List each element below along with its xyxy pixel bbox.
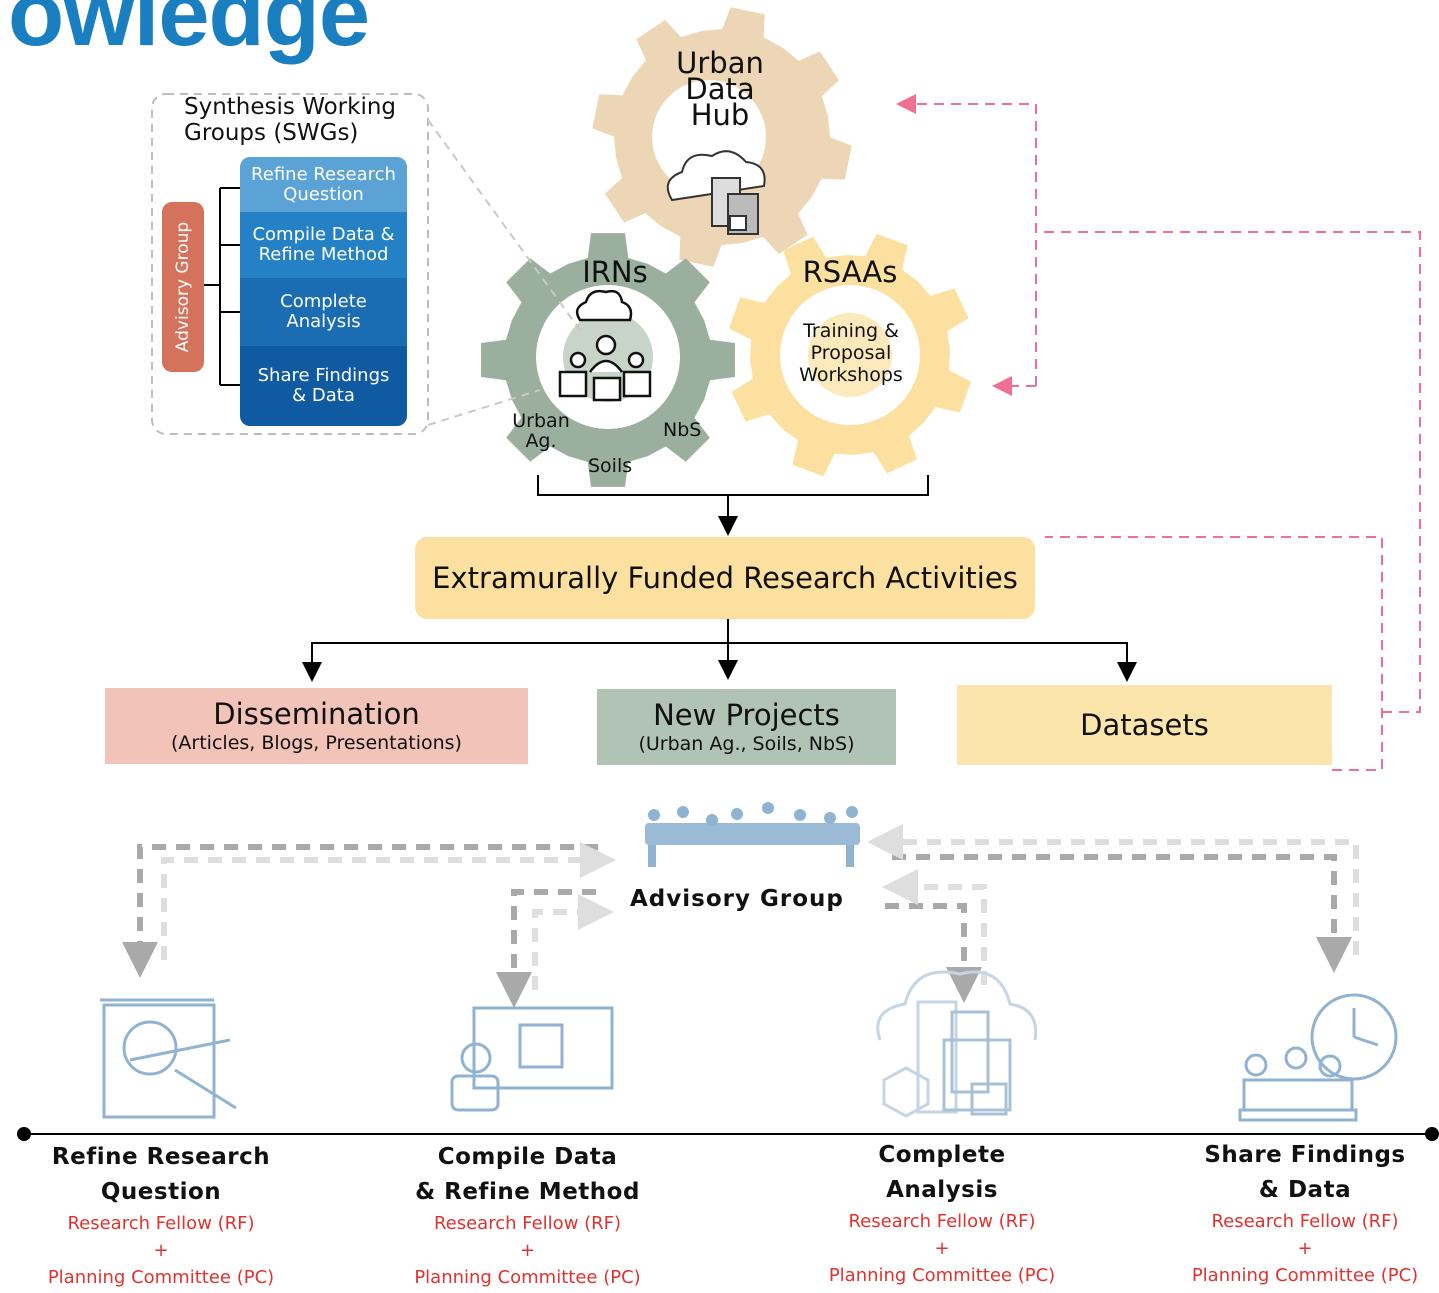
timeline-step-title: Compile Data & Refine Method bbox=[415, 1144, 640, 1205]
rsaas-label: RSAAs bbox=[802, 255, 898, 289]
role-pc: Planning Committee (PC) bbox=[828, 1265, 1056, 1286]
timeline-end-dot bbox=[1425, 1127, 1439, 1141]
role-rf: Research Fellow (RF) bbox=[433, 1213, 622, 1234]
timeline-step-share: Share Findings & Data Research Fellow (R… bbox=[1174, 1138, 1436, 1289]
role-plus: + bbox=[153, 1240, 169, 1261]
advisory-group-pill: Advisory Group bbox=[162, 202, 204, 372]
role-plus: + bbox=[519, 1240, 536, 1261]
swg-title: Synthesis Working Groups (SWGs) bbox=[184, 94, 397, 146]
funded-research-box: Extramurally Funded Research Activities bbox=[415, 537, 1035, 619]
network-people-icon bbox=[558, 289, 652, 402]
page-title-fragment: owledge bbox=[8, 0, 370, 65]
role-rf: Research Fellow (RF) bbox=[67, 1213, 255, 1234]
datasets-box: Datasets bbox=[957, 685, 1332, 765]
new-projects-subtitle: (Urban Ag., Soils, NbS) bbox=[638, 733, 855, 755]
timeline-step-analysis: Complete Analysis Research Fellow (RF) +… bbox=[808, 1138, 1076, 1289]
swg-step-analysis: Complete Analysis bbox=[240, 278, 407, 346]
timeline-start-dot bbox=[17, 1127, 31, 1141]
role-pc: Planning Committee (PC) bbox=[47, 1267, 275, 1288]
dissemination-subtitle: (Articles, Blogs, Presentations) bbox=[171, 732, 462, 754]
meeting-clock-icon bbox=[1238, 993, 1398, 1122]
role-plus: + bbox=[1297, 1238, 1313, 1259]
cloud-city-icon bbox=[666, 150, 766, 235]
swg-step-refine: Refine Research Question bbox=[240, 157, 407, 212]
swg-container bbox=[151, 93, 429, 435]
role-rf: Research Fellow (RF) bbox=[848, 1211, 1036, 1232]
rsaas-subtitle: Training & Proposal Workshops bbox=[799, 320, 903, 386]
swg-step-share: Share Findings & Data bbox=[240, 346, 407, 426]
new-projects-title: New Projects bbox=[653, 698, 840, 732]
presenter-screen-icon bbox=[450, 1006, 614, 1112]
timeline-step-title: Share Findings & Data bbox=[1204, 1142, 1406, 1203]
data-hub-label: Urban Data Hub bbox=[676, 46, 764, 132]
irns-label: IRNs bbox=[582, 255, 648, 289]
whiteboard-pen-icon bbox=[100, 998, 237, 1119]
role-pc: Planning Committee (PC) bbox=[1191, 1265, 1419, 1286]
dissemination-box: Dissemination (Articles, Blogs, Presenta… bbox=[105, 688, 528, 764]
advisory-group-label: Advisory Group bbox=[630, 886, 844, 912]
role-rf: Research Fellow (RF) bbox=[1211, 1211, 1399, 1232]
timeline-step-compile: Compile Data & Refine Method Research Fe… bbox=[395, 1140, 660, 1291]
role-plus: + bbox=[934, 1238, 950, 1259]
dissemination-title: Dissemination bbox=[213, 697, 420, 731]
cloud-buildings-icon bbox=[876, 970, 1038, 1118]
swg-step-compile: Compile Data & Refine Method bbox=[240, 212, 407, 278]
advisory-group-pill-label: Advisory Group bbox=[173, 221, 193, 353]
advisory-group-people-icon bbox=[645, 802, 860, 867]
timeline-step-title: Refine Research Question bbox=[51, 1144, 271, 1205]
swg-bracket bbox=[204, 187, 240, 386]
topic-nbs: NbS bbox=[663, 419, 702, 441]
timeline-step-refine: Refine Research Question Research Fellow… bbox=[30, 1140, 292, 1291]
funded-research-label: Extramurally Funded Research Activities bbox=[432, 561, 1018, 595]
topic-soils: Soils bbox=[588, 455, 633, 477]
new-projects-box: New Projects (Urban Ag., Soils, NbS) bbox=[597, 689, 896, 765]
timeline-step-title: Complete Analysis bbox=[878, 1142, 1006, 1203]
role-pc: Planning Committee (PC) bbox=[414, 1267, 641, 1288]
datasets-title: Datasets bbox=[1080, 708, 1209, 742]
topic-urban-ag: Urban Ag. bbox=[512, 410, 570, 452]
